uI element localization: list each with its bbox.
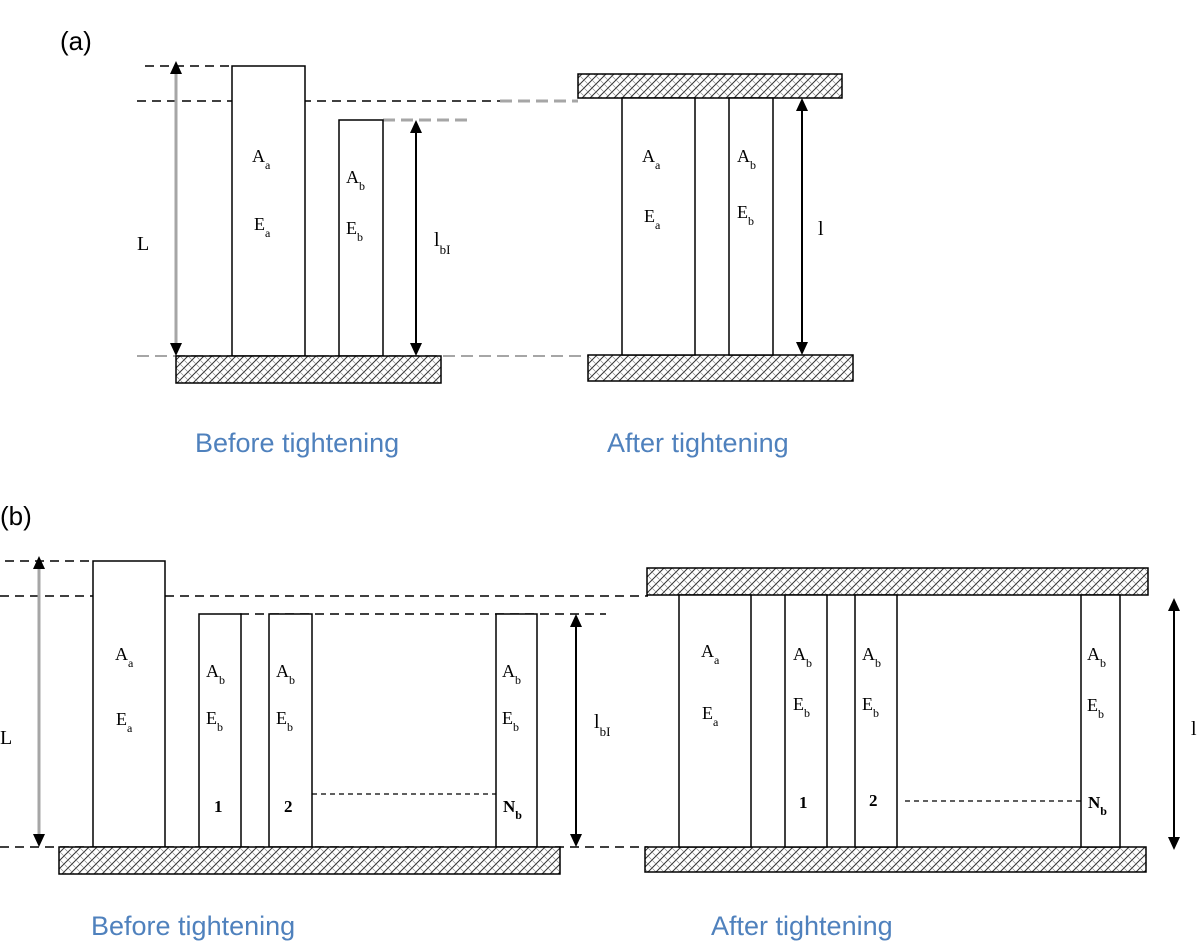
member-a-after-E: Ea <box>644 206 661 232</box>
member-a-A-b: Aa <box>115 644 134 670</box>
bolt-1-E: Eb <box>206 708 223 734</box>
base-plate-before <box>175 355 442 384</box>
bolt-1-number: 1 <box>214 797 223 816</box>
L-arrow-head-top <box>170 61 182 74</box>
bolt-N-E: Eb <box>502 708 519 734</box>
member-a-A: Aa <box>252 146 271 172</box>
bolt-2-number: 2 <box>284 797 293 816</box>
caption-after-a: After tightening <box>607 428 789 458</box>
bolt-1-after-number: 1 <box>799 793 808 812</box>
lbI-arrow-head-bottom-b <box>570 834 582 847</box>
bolt-N-after-number: Nb <box>1088 793 1107 818</box>
bolt-N-after-A: Ab <box>1087 644 1106 670</box>
panel-a: (a) L Aa Ea Ab Eb lbI Aa Ea Ab <box>60 26 854 458</box>
label-lbI: lbI <box>434 229 450 257</box>
member-a-after-E-b: Ea <box>702 703 719 729</box>
base-plate-before-b <box>58 846 561 875</box>
lbI-arrow-head-top-b <box>570 614 582 627</box>
lbI-arrow-head-top <box>410 120 422 133</box>
bolt-2-before <box>268 613 313 848</box>
bolt-N-before <box>495 613 538 848</box>
bolt-N-after <box>1080 594 1121 848</box>
member-a-E: Ea <box>254 214 271 240</box>
L-arrow-head-bottom-b <box>33 834 45 847</box>
bolt-2-E: Eb <box>276 708 293 734</box>
top-plate-after-b <box>646 567 1149 596</box>
member-a-before <box>231 65 306 357</box>
l-arrow-head-bottom-b <box>1168 837 1180 850</box>
panel-b: (b) L Aa Ea Ab Eb 1 Ab Eb 2 Ab Eb Nb <box>0 501 1197 941</box>
bolt-1-before <box>198 613 242 848</box>
top-plate-after <box>577 73 843 99</box>
bolt-after-A: Ab <box>737 146 756 172</box>
member-a-after <box>621 97 696 356</box>
bolt-1-after-E: Eb <box>793 694 810 720</box>
member-a-before-b <box>92 560 166 848</box>
member-a-after-b <box>678 594 752 848</box>
label-l: l <box>818 218 824 240</box>
base-plate-after <box>587 354 854 382</box>
member-a-after-A: Aa <box>642 146 661 172</box>
caption-before-a: Before tightening <box>195 428 399 458</box>
bolt-2-after-A: Ab <box>862 644 881 670</box>
panel-b-label: (b) <box>0 501 32 531</box>
member-a-E-b: Ea <box>116 709 133 735</box>
bolt-2-after <box>854 594 898 848</box>
label-l-b: l <box>1191 718 1197 740</box>
bolt-1-A: Ab <box>206 661 225 687</box>
l-arrow-head-bottom <box>796 342 808 355</box>
bolt-N-after-E: Eb <box>1087 695 1104 721</box>
caption-before-b: Before tightening <box>91 911 295 941</box>
L-arrow-head-top-b <box>33 556 45 569</box>
bolt-2-after-E: Eb <box>862 694 879 720</box>
label-lbI-b: lbI <box>594 711 610 739</box>
bolt-before <box>338 119 384 357</box>
label-L-b: L <box>0 727 12 749</box>
bolt-1-after <box>784 594 828 848</box>
caption-after-b: After tightening <box>711 911 893 941</box>
bolt-A: Ab <box>346 167 365 193</box>
label-L: L <box>137 233 149 255</box>
bolt-N-A: Ab <box>502 661 521 687</box>
bolt-1-after-A: Ab <box>793 644 812 670</box>
bolt-N-number: Nb <box>503 797 522 822</box>
L-arrow-head-bottom <box>170 343 182 356</box>
bolt-after <box>728 97 774 356</box>
bolt-E: Eb <box>346 218 363 244</box>
lbI-arrow-head-bottom <box>410 343 422 356</box>
panel-a-label: (a) <box>60 26 92 56</box>
base-plate-after-b <box>644 846 1147 873</box>
l-arrow-head-top-b <box>1168 598 1180 611</box>
bolt-2-after-number: 2 <box>869 791 878 810</box>
bolt-2-A: Ab <box>276 661 295 687</box>
member-a-after-A-b: Aa <box>701 641 720 667</box>
bolt-after-E: Eb <box>737 202 754 228</box>
l-arrow-head-top <box>796 98 808 111</box>
